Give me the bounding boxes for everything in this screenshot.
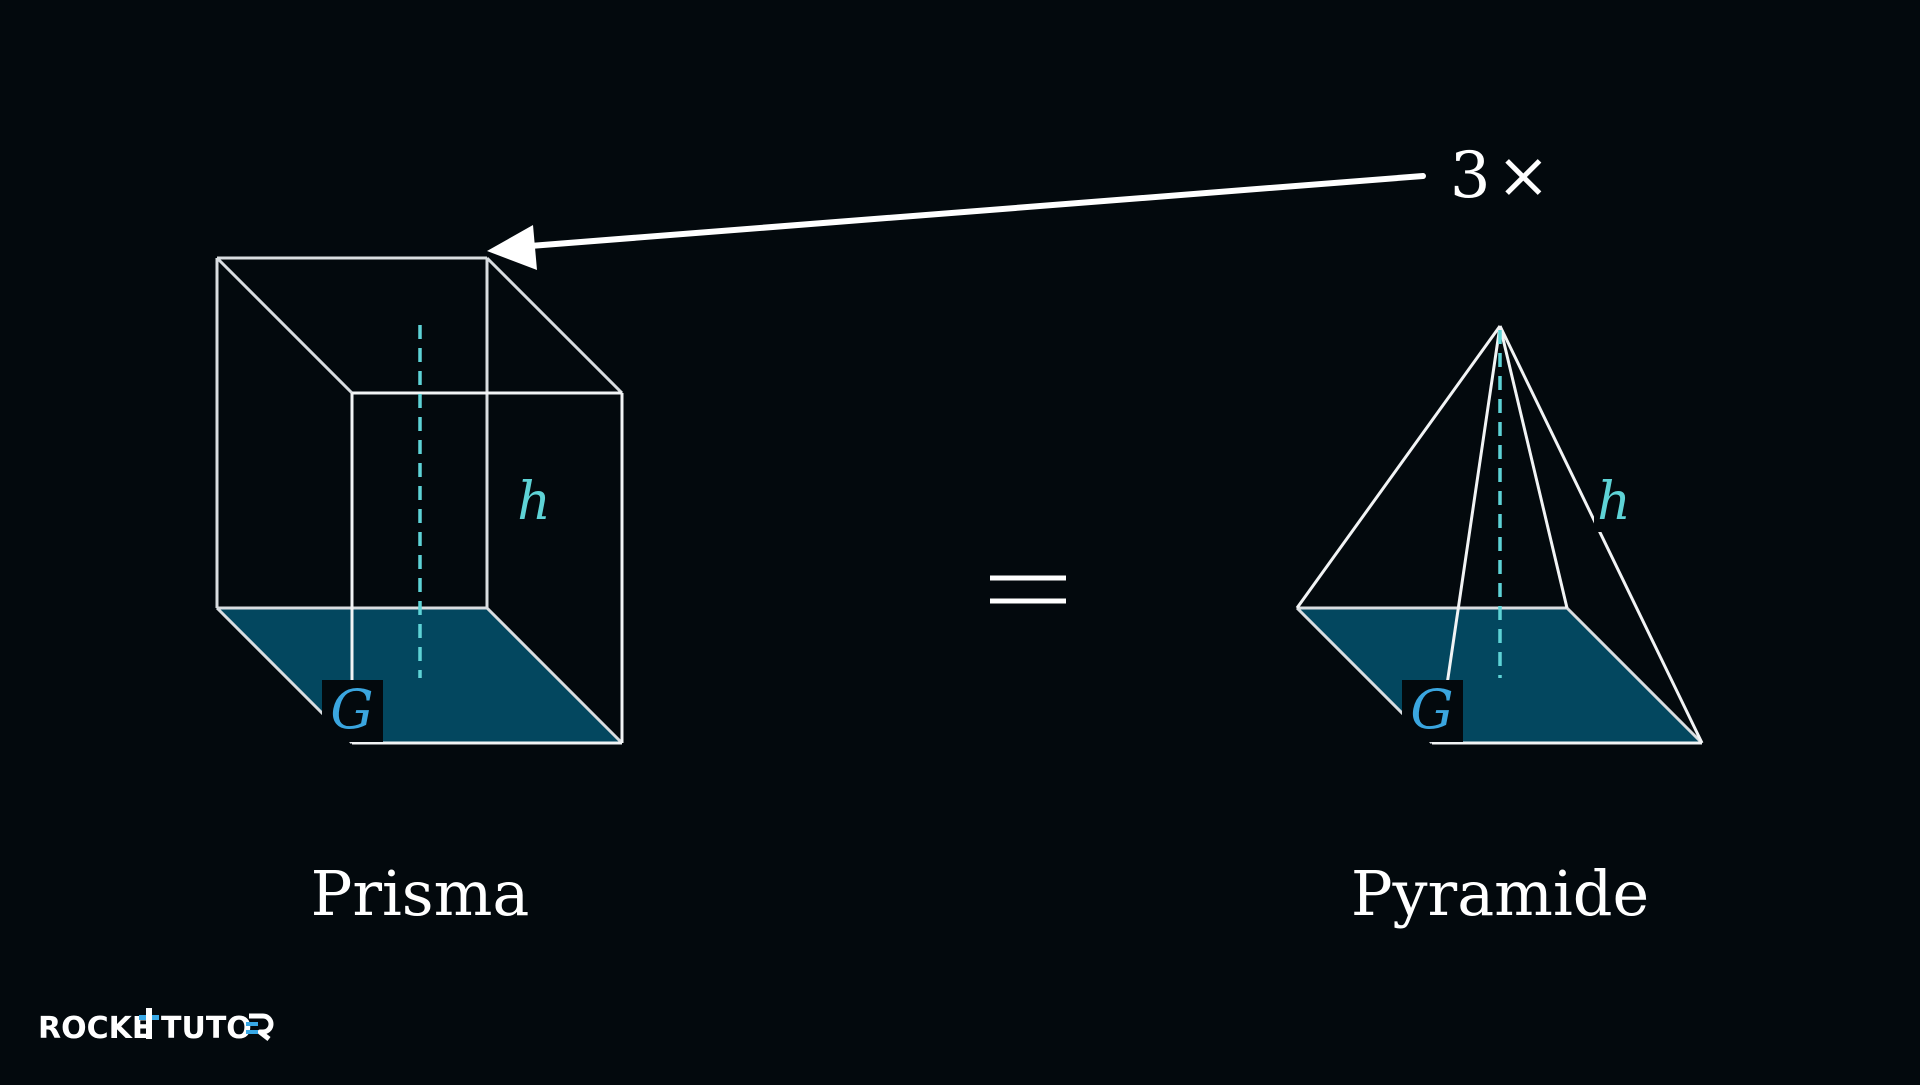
logo-r-icon xyxy=(246,1013,274,1041)
pyramid-figure: G h xyxy=(1295,325,1704,745)
prism-base-label: G xyxy=(330,678,373,741)
prism-figure: G h xyxy=(215,256,624,745)
prism-name: Prisma xyxy=(311,857,530,930)
pyramid-edge xyxy=(1438,325,1502,733)
prism-base-label-box xyxy=(322,680,383,742)
logo-text-part2: TUTO xyxy=(161,1011,252,1046)
logo-text-part1: ROCKE xyxy=(38,1011,152,1046)
rockettutor-logo: ROCKE TUTO xyxy=(38,1008,274,1046)
prism-edge xyxy=(485,256,624,395)
prism-edge xyxy=(485,606,624,745)
pyramid-base-label: G xyxy=(1410,678,1453,741)
pyramid-edge xyxy=(1498,325,1704,744)
logo-plus-icon xyxy=(139,1008,159,1039)
pyramid-edge xyxy=(1295,325,1502,609)
multiplier-arrow xyxy=(487,173,1426,270)
prism-height-label: h xyxy=(517,472,551,532)
multiplier-label: 3× xyxy=(1450,139,1550,213)
pyramid-edge xyxy=(1498,325,1569,609)
arrow-head-icon xyxy=(487,225,537,270)
prism-edge xyxy=(215,256,354,395)
pyramid-height-label: h xyxy=(1597,472,1631,532)
arrow-shaft xyxy=(527,173,1426,249)
pyramid-name: Pyramide xyxy=(1351,857,1649,930)
equals-sign xyxy=(990,575,1066,604)
pyramid-edge xyxy=(1565,606,1704,745)
pyramid-base-label-box xyxy=(1402,680,1463,742)
pyramid-height-label-box xyxy=(1594,474,1628,532)
